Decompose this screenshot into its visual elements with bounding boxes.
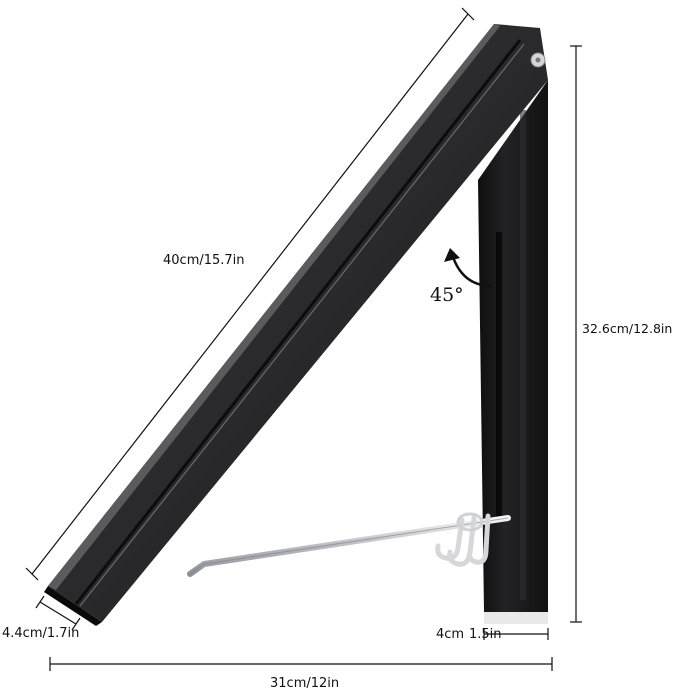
base-width-cm-label: 4cm [436, 627, 465, 642]
hook-icon [435, 512, 491, 567]
hanging-rod [187, 515, 511, 577]
dimension-lines [25, 7, 582, 671]
rotate-arrow-icon [444, 248, 493, 288]
fold-angle-label: 45° [430, 284, 464, 306]
post-end-cap [484, 612, 548, 624]
screw-icon [530, 52, 546, 68]
arm-length-label: 40cm/15.7in [163, 253, 245, 268]
total-width-label: 31cm/12in [270, 676, 340, 691]
wall-post [478, 80, 548, 624]
height-label: 32.6cm/12.8in [582, 321, 673, 336]
folding-arm [44, 24, 548, 626]
base-width-in-label: 1.5in [469, 627, 502, 642]
arm-width-label: 4.4cm/1.7in [2, 626, 80, 641]
